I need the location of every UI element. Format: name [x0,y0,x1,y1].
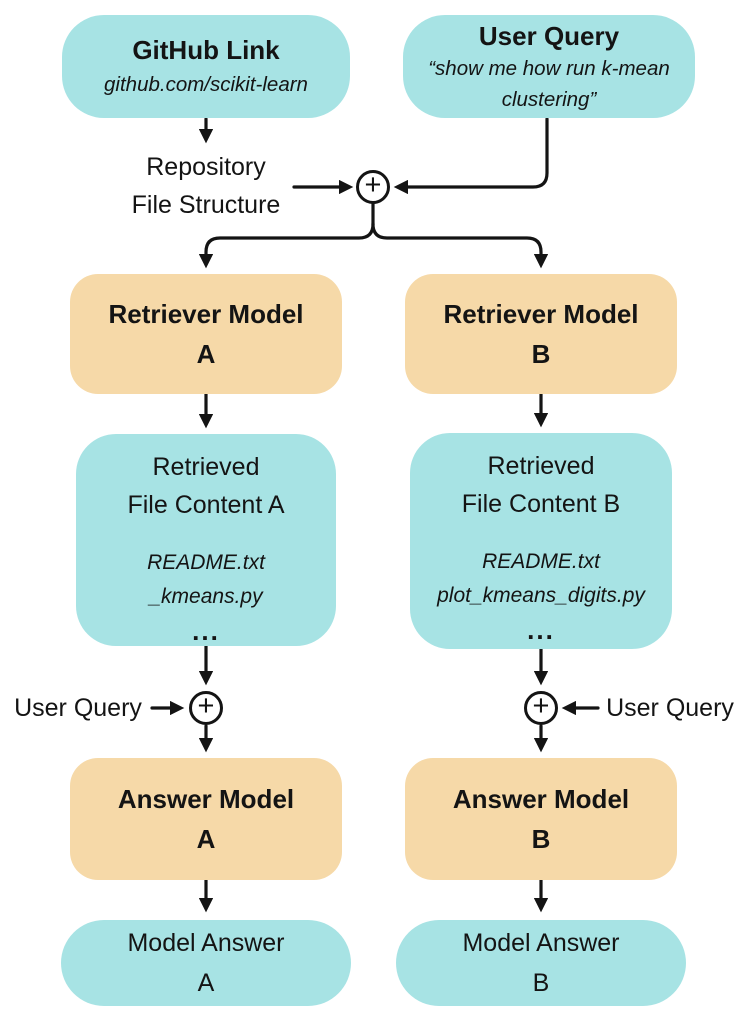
content-b-file2: plot_kmeans_digits.py [437,584,645,607]
model-answer-b-node: Model Answer B [396,920,686,1006]
content-b-line2: File Content B [461,490,621,518]
retriever-model-a-node: Retriever Model A [70,274,342,394]
answer-model-a-node: Answer Model A [70,758,342,880]
plus-junction-left: + [189,691,223,725]
user-query-label-right: User Query [606,694,734,722]
retrieved-content-b-node: Retrieved File Content B README.txt plot… [410,433,672,649]
retriever-a-line1: Retriever Model [108,299,304,329]
retriever-a-line2: A [196,339,216,369]
github-link-node: GitHub Link github.com/scikit-learn [62,15,350,118]
model-answer-b-line1: Model Answer [462,929,620,957]
answer-b-line2: B [531,824,551,854]
connector-fork-to-retriever-b [371,222,549,269]
github-link-title: GitHub Link [132,35,280,65]
model-answer-a-node: Model Answer A [61,920,351,1006]
content-b-ellipsis: ... [527,615,555,645]
repository-label-line2: File Structure [131,191,281,219]
content-a-ellipsis: ... [192,616,220,646]
user-query-node: User Query “show me how run k-mean clust… [403,15,695,118]
plus-junction-top: + [356,170,390,204]
answer-model-b-node: Answer Model B [405,758,677,880]
connector-user-query-to-plus [393,117,549,195]
content-b-file1: README.txt [482,550,600,573]
retriever-b-line1: Retriever Model [443,299,639,329]
model-answer-b-line2: B [532,969,550,997]
plus-icon: + [197,690,215,722]
content-a-line2: File Content A [127,491,285,519]
connector-fork-to-retriever-a [198,222,375,269]
model-answer-a-line1: Model Answer [127,929,285,957]
user-query-title: User Query [478,20,620,51]
user-query-text: “show me how run k-mean clustering” [428,56,670,111]
retrieved-content-a-node: Retrieved File Content A README.txt _kme… [76,434,336,646]
answer-b-line1: Answer Model [452,784,630,814]
answer-a-line2: A [196,824,216,854]
plus-icon: + [364,169,382,201]
repository-file-structure-label: Repository File Structure [76,148,336,224]
content-a-file2: _kmeans.py [149,585,263,608]
content-a-file1: README.txt [147,551,265,574]
user-query-label-left: User Query [14,694,142,722]
plus-junction-right: + [524,691,558,725]
retriever-b-line2: B [531,339,551,369]
plus-icon: + [532,690,550,722]
content-a-files: README.txt _kmeans.py [147,546,265,614]
answer-a-line1: Answer Model [117,784,295,814]
github-link-url: github.com/scikit-learn [104,73,308,96]
content-b-files: README.txt plot_kmeans_digits.py [437,545,645,613]
repository-label-line1: Repository [146,153,266,181]
retriever-model-b-node: Retriever Model B [405,274,677,394]
content-b-line1: Retrieved [487,452,595,480]
model-answer-a-line2: A [197,969,215,997]
content-a-line1: Retrieved [152,453,260,481]
